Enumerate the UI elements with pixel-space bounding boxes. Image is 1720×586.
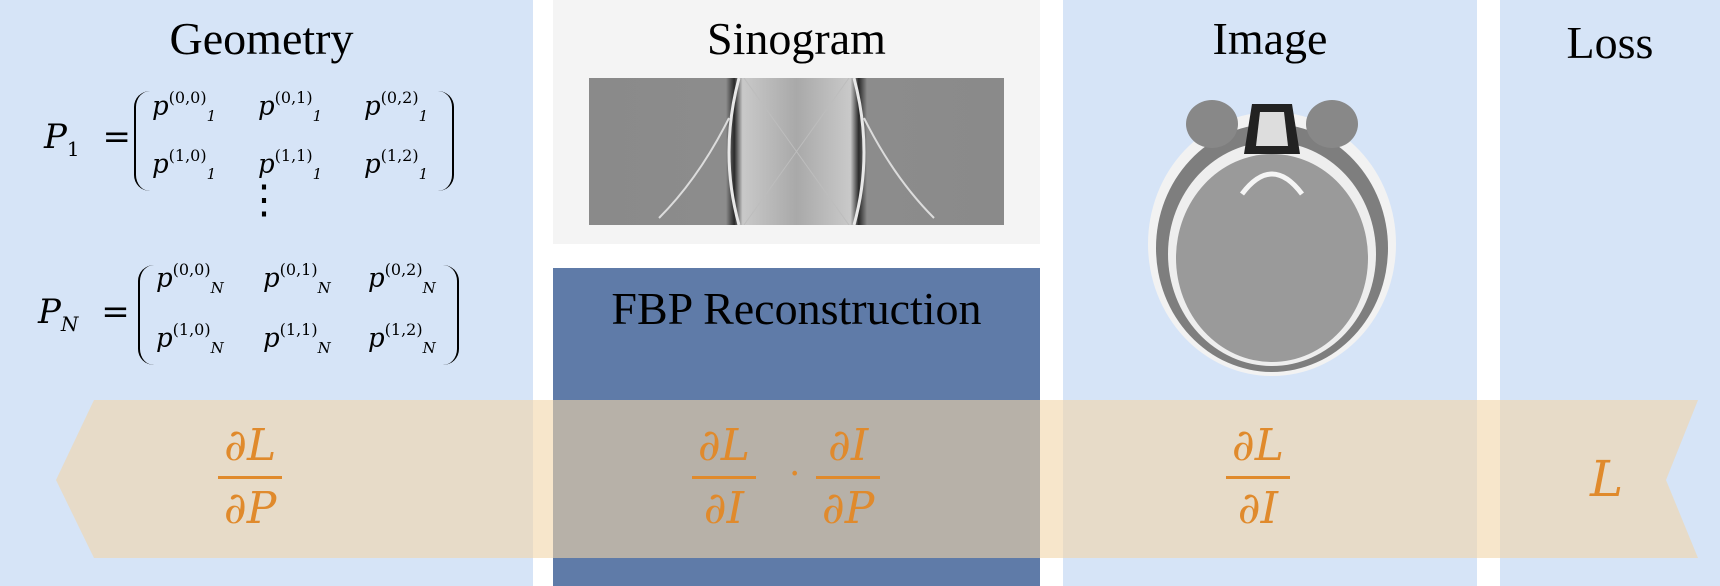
lhs-subscript: 1 xyxy=(66,136,80,161)
gradient-denominator: ∂P xyxy=(822,483,875,534)
entry-subscript: 1 xyxy=(312,106,323,125)
lhs-subscript: N xyxy=(60,311,79,336)
equals-sign: = xyxy=(102,117,131,157)
matrix-entry: p(1,0)1 xyxy=(152,146,217,183)
matrix-entry: p(1,1)1 xyxy=(258,146,323,183)
gradient-denominator: ∂P xyxy=(224,483,277,534)
fraction-bar xyxy=(692,476,756,479)
left-paren xyxy=(138,265,154,365)
right-paren xyxy=(438,91,454,191)
matrix-lhs: P1 = xyxy=(44,117,131,161)
entry-subscript: 1 xyxy=(312,164,323,183)
entry-subscript: N xyxy=(317,338,331,357)
gradient-image: ∂L ∂I xyxy=(1226,422,1290,533)
entry-subscript: N xyxy=(422,338,436,357)
image-title: Image xyxy=(1212,13,1328,64)
matrix-entry: p(1,0)N xyxy=(156,320,224,357)
entry-subscript: 1 xyxy=(206,164,217,183)
fraction-bar xyxy=(1226,476,1290,479)
matrix-entry: p(0,1)1 xyxy=(258,88,323,125)
sinogram-image xyxy=(589,78,1004,225)
loss-title: Loss xyxy=(1566,17,1654,68)
entry-subscript: N xyxy=(210,278,224,297)
fbp-title: FBP Reconstruction xyxy=(611,283,982,334)
matrix-entry: p(0,0)N xyxy=(156,260,224,297)
entry-subscript: N xyxy=(317,278,331,297)
matrix-entry: p(0,2)1 xyxy=(364,88,429,125)
matrix-entry: p(1,2)N xyxy=(368,320,436,357)
gradient-numerator: ∂L xyxy=(1232,420,1284,471)
entry-subscript: N xyxy=(210,338,224,357)
gradient-denominator: ∂I xyxy=(703,483,745,534)
fraction-bar xyxy=(816,476,881,479)
gradient-numerator: ∂I xyxy=(828,420,869,471)
entry-subscript: 1 xyxy=(418,106,429,125)
lhs-symbol: P xyxy=(44,117,67,157)
equals-sign: = xyxy=(101,292,130,332)
matrix-entry: p(0,0)1 xyxy=(152,88,217,125)
entry-subscript: 1 xyxy=(206,106,217,125)
gradient-geometry: ∂L ∂P xyxy=(218,420,283,534)
gradient-numerator: ∂L xyxy=(698,420,750,471)
matrix-lhs: PN = xyxy=(38,292,130,336)
matrix-entry: p(0,1)N xyxy=(263,260,331,297)
right-paren xyxy=(443,265,459,365)
matrix-entry: p(0,2)N xyxy=(368,260,436,297)
left-paren xyxy=(134,91,150,191)
matrix-entry: p(1,2)1 xyxy=(364,146,429,183)
lhs-symbol: P xyxy=(38,292,61,332)
gradient-numerator: ∂L xyxy=(224,420,277,471)
entry-subscript: N xyxy=(422,278,436,297)
sinogram-title: Sinogram xyxy=(707,13,886,64)
matrix-entry: p(1,1)N xyxy=(263,320,331,357)
gradient-fbp-right: ∂I ∂P xyxy=(816,420,881,534)
loss-symbol: L xyxy=(1590,450,1624,508)
gradient-denominator: ∂I xyxy=(1237,483,1279,534)
geometry-title: Geometry xyxy=(169,13,354,64)
entry-subscript: 1 xyxy=(418,164,429,183)
product-dot: · xyxy=(789,454,801,495)
fraction-bar xyxy=(218,476,283,479)
gradient-fbp-left: ∂L ∂I xyxy=(692,422,756,533)
ct-slice-image xyxy=(1148,100,1396,376)
